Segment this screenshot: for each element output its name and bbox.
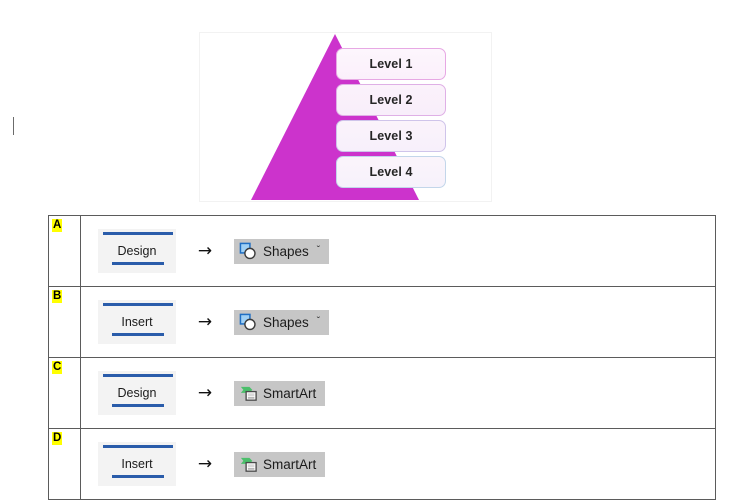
ribbon-tab-insert[interactable]: Insert: [98, 442, 176, 486]
arrow-right-icon: →: [197, 453, 213, 474]
option-letter-cell: B: [48, 286, 81, 358]
table-row[interactable]: A Design → Shapes: [48, 215, 716, 287]
shapes-icon: [239, 313, 256, 330]
pyramid-level-3[interactable]: Level 3: [336, 120, 446, 152]
smartart-pyramid-graphic[interactable]: Level 1 Level 2 Level 3 Level 4: [199, 32, 492, 202]
ribbon-command-shapes[interactable]: Shapes ˇ: [234, 238, 330, 264]
option-body-cell: Insert → Shapes ˇ: [80, 286, 716, 358]
option-row-content: Insert → SmartArt: [81, 429, 715, 499]
arrow-right-icon: →: [197, 311, 213, 332]
chevron-down-icon[interactable]: ˇ: [316, 245, 321, 256]
pyramid-level-4[interactable]: Level 4: [336, 156, 446, 188]
arrow-right-icon: →: [197, 382, 213, 403]
option-body-cell: Design → Shapes ˇ: [80, 215, 716, 287]
pyramid-level-1[interactable]: Level 1: [336, 48, 446, 80]
ribbon-tab-label: Design: [117, 243, 157, 258]
ribbon-command-label: Shapes: [263, 314, 309, 330]
answer-options-table: A Design → Shapes: [48, 215, 716, 500]
ribbon-command-label: SmartArt: [263, 385, 317, 401]
tab-underline-accent-bar: [112, 404, 164, 407]
pyramid-level-3-label: Level 3: [369, 129, 413, 143]
ribbon-tab-design[interactable]: Design: [98, 371, 176, 415]
smartart-icon: [240, 457, 257, 472]
table-row[interactable]: C Design →: [48, 357, 716, 429]
shapes-icon: [239, 242, 256, 259]
option-body-cell: Insert → SmartArt: [80, 428, 716, 500]
pyramid-level-2-label: Level 2: [369, 93, 413, 107]
option-row-content: Insert → Shapes ˇ: [81, 287, 715, 357]
option-row-content: Design → Shapes ˇ: [81, 216, 715, 286]
tab-top-accent-bar: [103, 374, 173, 377]
ribbon-tab-insert[interactable]: Insert: [98, 300, 176, 344]
pyramid-level-2[interactable]: Level 2: [336, 84, 446, 116]
pyramid-level-4-label: Level 4: [369, 165, 413, 179]
ribbon-tab-design[interactable]: Design: [98, 229, 176, 273]
option-letter-d: D: [52, 432, 63, 445]
smartart-icon: [240, 386, 257, 401]
tab-underline-accent-bar: [112, 475, 164, 478]
chevron-down-icon[interactable]: ˇ: [316, 316, 321, 327]
option-letter-cell: D: [48, 428, 81, 500]
option-row-content: Design → SmartArt: [81, 358, 715, 428]
pyramid-level-1-label: Level 1: [369, 57, 413, 71]
ribbon-command-label: Shapes: [263, 243, 309, 259]
ribbon-command-label: SmartArt: [263, 456, 317, 472]
ribbon-tab-label: Insert: [121, 456, 153, 471]
table-row[interactable]: B Insert → Shapes: [48, 286, 716, 358]
tab-top-accent-bar: [103, 445, 173, 448]
option-letter-c: C: [52, 361, 63, 374]
ribbon-command-smartart[interactable]: SmartArt: [234, 380, 326, 406]
tab-underline-accent-bar: [112, 333, 164, 336]
option-body-cell: Design → SmartArt: [80, 357, 716, 429]
text-cursor: [13, 117, 14, 135]
ribbon-tab-label: Design: [117, 385, 157, 400]
table-row[interactable]: D Insert →: [48, 428, 716, 500]
tab-underline-accent-bar: [112, 262, 164, 265]
option-letter-b: B: [52, 290, 63, 303]
pyramid-wrapper: Level 1 Level 2 Level 3 Level 4: [200, 33, 491, 201]
option-letter-cell: C: [48, 357, 81, 429]
option-letter-cell: A: [48, 215, 81, 287]
tab-top-accent-bar: [103, 232, 173, 235]
tab-top-accent-bar: [103, 303, 173, 306]
option-letter-a: A: [52, 219, 63, 232]
ribbon-tab-label: Insert: [121, 314, 153, 329]
arrow-right-icon: →: [197, 240, 213, 261]
ribbon-command-smartart[interactable]: SmartArt: [234, 451, 326, 477]
ribbon-command-shapes[interactable]: Shapes ˇ: [234, 309, 330, 335]
